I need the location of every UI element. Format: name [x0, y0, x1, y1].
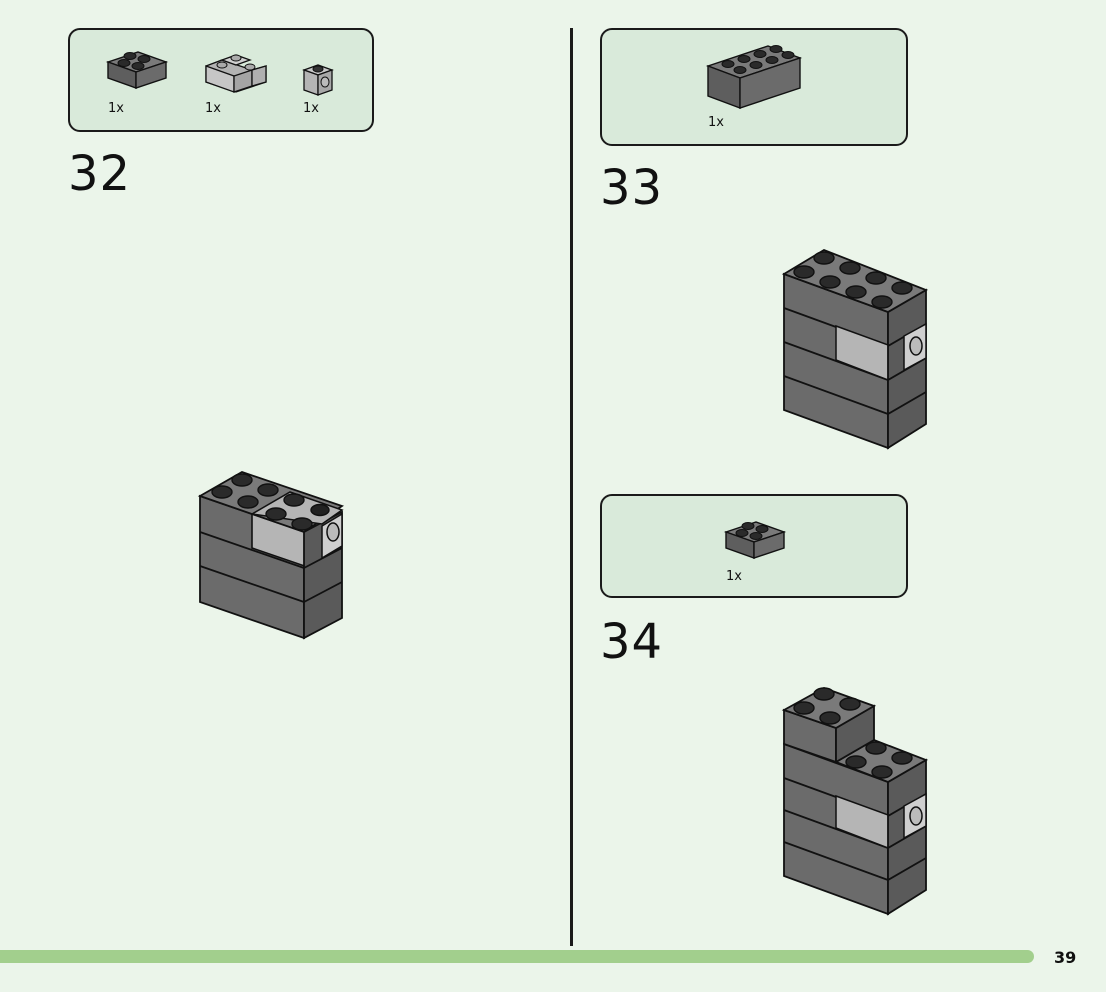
part-qty: 1x: [708, 115, 724, 130]
step-number: 34: [600, 614, 664, 670]
step-number: 32: [68, 146, 132, 202]
light-gray-1x1-brick-with-hole-icon: [302, 64, 334, 96]
part-qty: 1x: [303, 101, 319, 116]
part-qty: 1x: [108, 101, 124, 116]
dark-gray-2x4-brick-icon: [705, 45, 803, 110]
step-34-assembly-illustration: [781, 687, 929, 916]
column-divider: [570, 28, 573, 946]
dark-gray-2x2-brick-icon: [105, 51, 169, 89]
step-32-assembly-illustration: [197, 471, 344, 640]
page-number: 39: [1054, 948, 1077, 967]
step-33-assembly-illustration: [781, 249, 929, 450]
light-gray-2x2-corner-brick-icon: [205, 54, 267, 93]
dark-gray-2x2-brick-icon: [723, 521, 787, 559]
step-34-parts-panel: 1x: [600, 494, 908, 598]
part-qty: 1x: [726, 569, 742, 584]
step-33-parts-panel: 1x: [600, 28, 908, 146]
step-32-parts-panel: 1x 1x 1x: [68, 28, 374, 132]
step-number: 33: [600, 160, 664, 216]
progress-bar: [0, 950, 1034, 963]
part-qty: 1x: [205, 101, 221, 116]
